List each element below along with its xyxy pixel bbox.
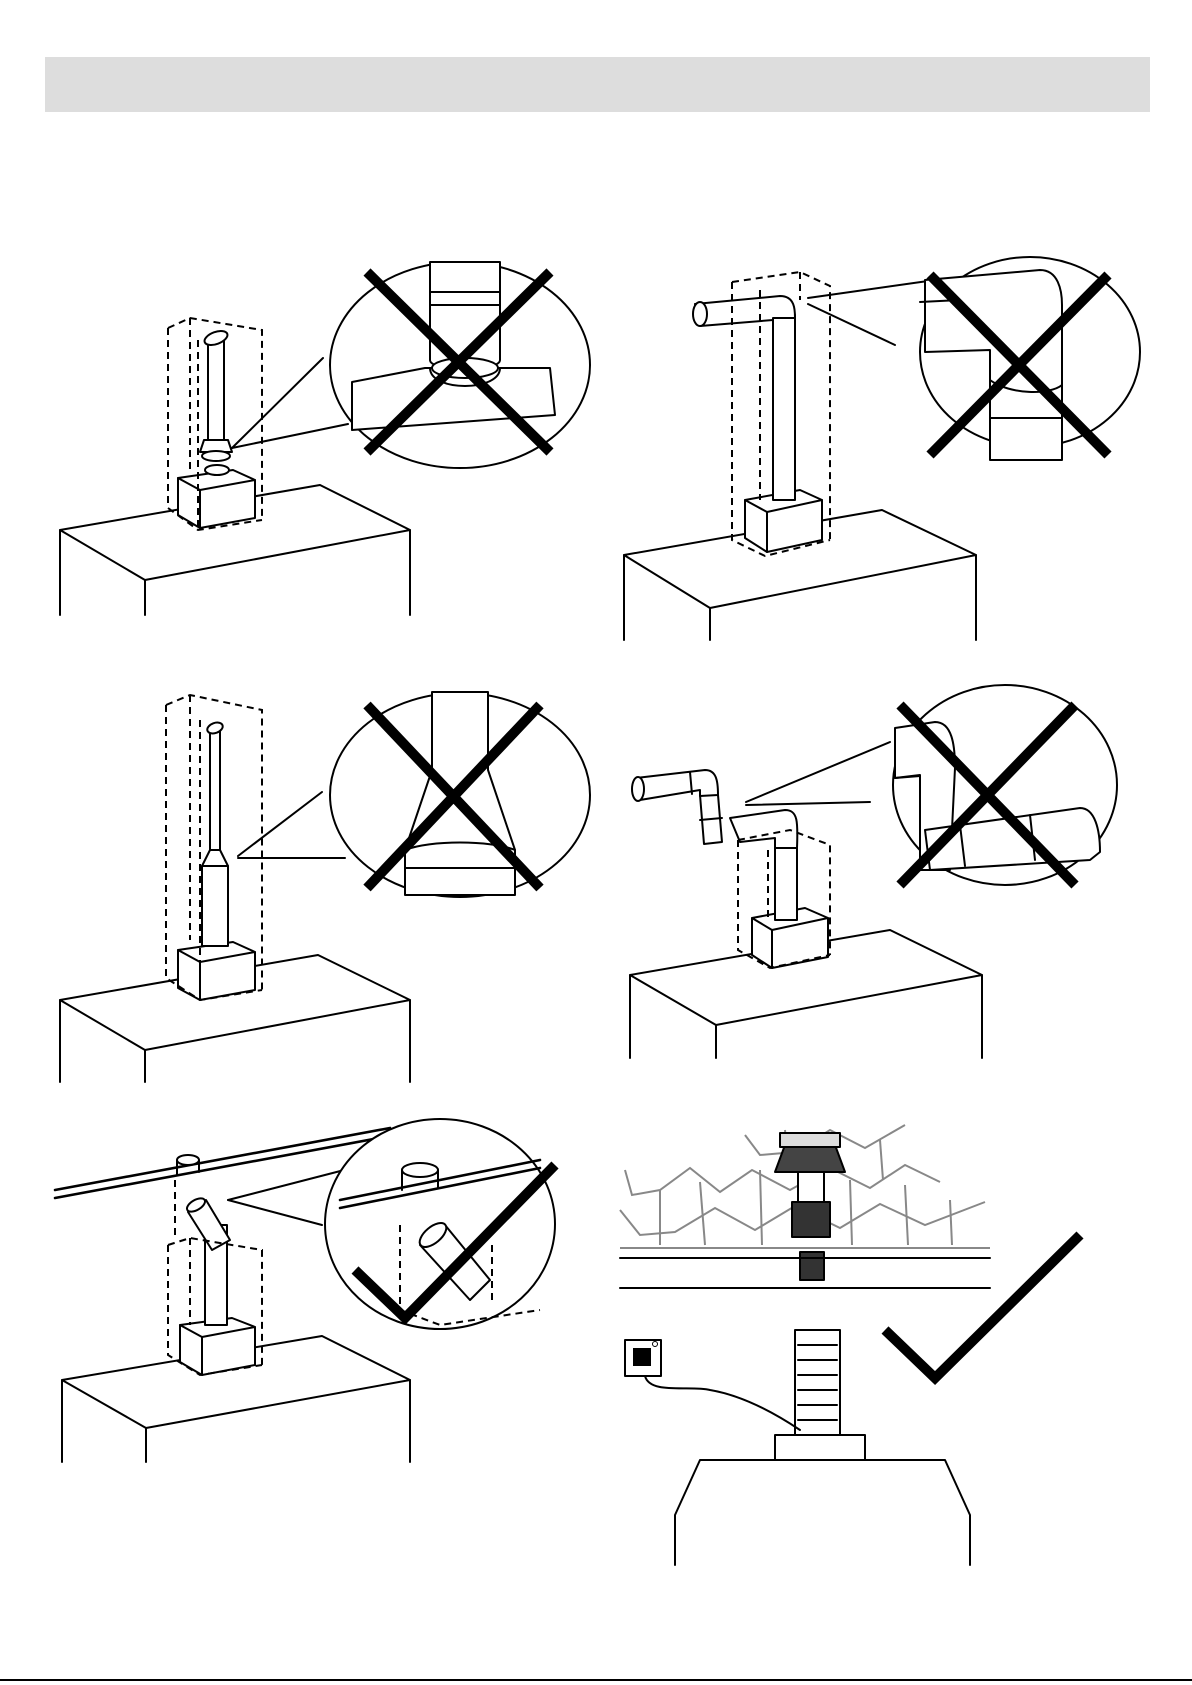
panel-top-elbow (596, 0, 1192, 650)
flexible-duct (775, 1330, 865, 1460)
wall-switch (625, 1340, 800, 1430)
outlet-box (180, 1318, 255, 1375)
detail-callout (228, 1119, 555, 1329)
outlet-box (178, 465, 255, 528)
duct-pipe (693, 296, 795, 500)
outlet-box (178, 942, 255, 1000)
panel-angled-roof-exit (0, 1100, 596, 1500)
duct-pipe (632, 770, 797, 920)
check-icon (885, 1235, 1080, 1378)
detail-callout (238, 692, 590, 897)
duct-pipe (202, 721, 228, 946)
panel-zigzag-elbows (596, 650, 1192, 1100)
appliance-body (675, 1460, 970, 1565)
duct-pipe (200, 328, 232, 461)
panel-roof-fan (596, 1100, 1192, 1680)
panel-tall-expander (0, 650, 596, 1100)
panel-vertical-reducer (0, 0, 596, 650)
footer-rule (0, 1679, 1192, 1681)
